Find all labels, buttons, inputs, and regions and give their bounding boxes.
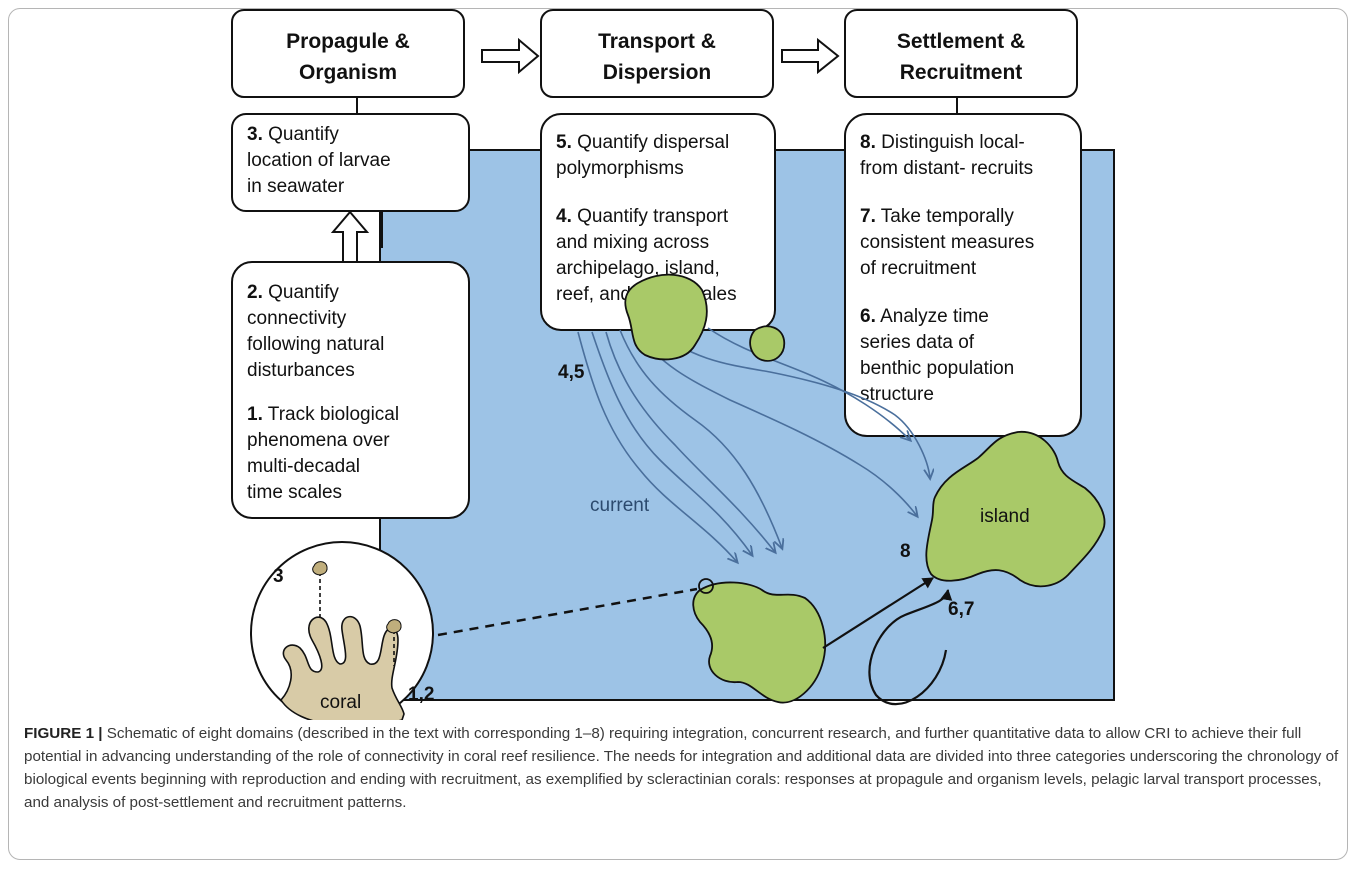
label-3: 3	[273, 566, 284, 587]
svg-text:polymorphisms: polymorphisms	[556, 158, 684, 179]
svg-text:Propagule &: Propagule &	[286, 30, 410, 53]
svg-text:location of larvae: location of larvae	[247, 150, 391, 171]
header-propagule-organism: Propagule & Organism	[231, 9, 465, 98]
svg-text:Organism: Organism	[299, 61, 397, 84]
svg-text:series data of: series data of	[860, 332, 975, 353]
label-8: 8	[900, 541, 911, 562]
svg-text:4. Quantify transport: 4. Quantify transport	[556, 206, 729, 227]
svg-text:Recruitment: Recruitment	[900, 61, 1023, 84]
svg-text:from distant- recruits: from distant- recruits	[860, 158, 1033, 179]
svg-text:consistent measures: consistent measures	[860, 232, 1034, 253]
figure-caption: FIGURE 1 | Schematic of eight domains (d…	[24, 722, 1342, 814]
connectivity-diagram: Propagule & Organism Transport & Dispers…	[231, 9, 1115, 720]
svg-text:time scales: time scales	[247, 482, 342, 503]
svg-text:Transport &: Transport &	[598, 30, 716, 53]
coral-inset	[250, 541, 434, 720]
header-settlement-recruitment: Settlement & Recruitment	[844, 9, 1078, 98]
box-1-2-propagule: 2. Quantify connectivity following natur…	[231, 261, 470, 519]
label-coral: coral	[320, 692, 361, 713]
label-current: current	[590, 495, 650, 516]
island-large	[925, 431, 1106, 588]
svg-text:2. Quantify: 2. Quantify	[247, 282, 339, 303]
box-3-larvae-location: 3. Quantify location of larvae in seawat…	[231, 113, 470, 212]
arrow-right-1	[481, 37, 540, 75]
reef-island	[692, 581, 826, 704]
label-island: island	[980, 506, 1030, 527]
recruit-arrow	[822, 577, 934, 649]
svg-text:structure: structure	[860, 384, 934, 405]
arrow-up	[330, 210, 370, 263]
island-small-2	[749, 325, 786, 362]
box-4-5-transport: 5. Quantify dispersal polymorphisms 4. Q…	[540, 113, 776, 331]
box-6-7-8-recruitment: 8. Distinguish local- from distant- recr…	[844, 113, 1082, 437]
svg-text:and mixing across: and mixing across	[556, 232, 709, 253]
svg-text:6. Analyze time: 6. Analyze time	[860, 306, 989, 327]
svg-text:disturbances: disturbances	[247, 360, 355, 381]
svg-text:in seawater: in seawater	[247, 176, 345, 197]
coral-shape	[279, 615, 405, 720]
label-6-7: 6,7	[948, 599, 974, 620]
caption-label: FIGURE 1 |	[24, 725, 103, 742]
svg-text:following natural: following natural	[247, 334, 384, 355]
svg-text:3. Quantify: 3. Quantify	[247, 124, 339, 145]
island-small-1	[624, 273, 708, 361]
larva-marker	[698, 578, 714, 594]
current-streamlines	[577, 327, 930, 562]
svg-text:phenomena over: phenomena over	[247, 430, 390, 451]
label-1-2: 1,2	[408, 684, 434, 705]
svg-text:1. Track biological: 1. Track biological	[247, 404, 399, 425]
svg-text:of recruitment: of recruitment	[860, 258, 977, 279]
arrow-right-2	[781, 37, 840, 75]
svg-text:7. Take temporally: 7. Take temporally	[860, 206, 1014, 227]
svg-text:8. Distinguish local-: 8. Distinguish local-	[860, 132, 1025, 153]
header-transport-dispersion: Transport & Dispersion	[540, 9, 774, 98]
svg-text:Settlement &: Settlement &	[897, 30, 1025, 53]
svg-text:5. Quantify dispersal: 5. Quantify dispersal	[556, 132, 729, 153]
svg-text:archipelago, island,: archipelago, island,	[556, 258, 720, 279]
label-4-5: 4,5	[558, 362, 585, 383]
svg-text:benthic population: benthic population	[860, 358, 1014, 379]
svg-text:connectivity: connectivity	[247, 308, 347, 329]
svg-text:multi-decadal: multi-decadal	[247, 456, 360, 477]
caption-text: Schematic of eight domains (described in…	[24, 725, 1339, 811]
svg-text:Dispersion: Dispersion	[603, 61, 712, 84]
larva-dispersal-dashed	[437, 587, 698, 637]
figure-frame	[8, 8, 1348, 860]
self-recruit-loop	[868, 589, 953, 706]
